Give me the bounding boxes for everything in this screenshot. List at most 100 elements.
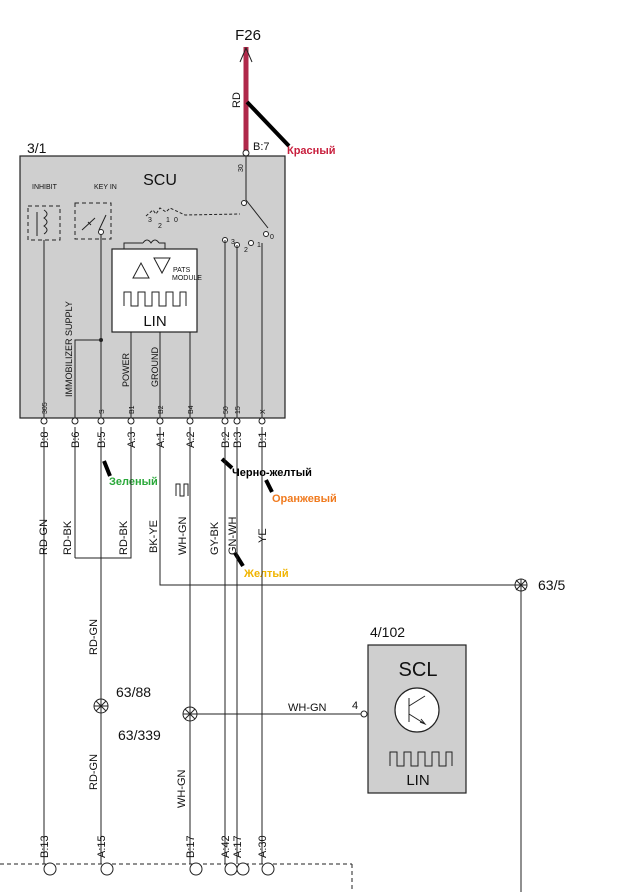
ground-node-label: 63/5 xyxy=(538,577,565,593)
scl-wire-label: WH-GN xyxy=(288,702,327,714)
scu-pin-inner-label: B4 xyxy=(188,405,195,414)
black-yellow-note: Черно-желтый xyxy=(232,467,312,479)
wire-ye: YE xyxy=(257,528,269,543)
scl-id: 4/102 xyxy=(370,624,405,640)
wire-rd-gn-1: RD-GN xyxy=(38,519,50,555)
scl-pin-label: 4 xyxy=(352,700,358,712)
scu-pin-dot xyxy=(258,417,266,425)
sw-1: 1 xyxy=(166,217,170,224)
sw-1b: 1 xyxy=(257,242,261,249)
scu-pin-dot xyxy=(40,417,48,425)
down-triangle-icon xyxy=(153,257,171,275)
bottom-pin-dot xyxy=(224,862,238,876)
wire-rd-gn-2: RD-GN xyxy=(88,619,100,655)
wire-rd-bk-2: RD-BK xyxy=(118,520,130,555)
warning-triangle-icon xyxy=(132,261,150,279)
bottom-pin-dot xyxy=(261,862,275,876)
scu-pin-dot xyxy=(186,417,194,425)
marker-stroke xyxy=(233,551,245,568)
key-in-label: KEY IN xyxy=(94,184,117,191)
scu-pin-dot xyxy=(221,417,229,425)
switch-blade xyxy=(245,199,269,229)
scu-pin-dot xyxy=(156,417,164,425)
scu-id: 3/1 xyxy=(27,140,47,156)
scu-pin-outer-label: B:2 xyxy=(220,431,232,448)
bottom-pin-label: A:15 xyxy=(96,835,108,858)
pats-module xyxy=(111,248,198,333)
bottom-pin-dot xyxy=(189,862,203,876)
yellow-note: Желтый xyxy=(243,568,289,580)
contact-1 xyxy=(248,240,254,246)
scu-pin-outer-label: B:3 xyxy=(232,431,244,448)
splice-cross-icon xyxy=(183,707,197,721)
scu-pin-outer-label: B:6 xyxy=(70,431,82,448)
contact-0 xyxy=(263,231,269,237)
wire-gn-wh: GN-WH xyxy=(227,516,239,555)
ignition-mech xyxy=(145,207,241,217)
wires-down xyxy=(0,427,522,892)
transistor-symbol xyxy=(408,695,427,726)
pats-label: PATS xyxy=(173,267,191,274)
scu-pin-outer-label: B:8 xyxy=(39,431,51,448)
scu-title: SCU xyxy=(143,172,177,189)
scl-lin-label: LIN xyxy=(406,772,429,789)
scu-pin-dot xyxy=(71,417,79,425)
scl-title: SCL xyxy=(399,659,438,681)
pats-coil-leads xyxy=(123,242,166,249)
lin-label: LIN xyxy=(143,313,166,330)
red-note: Красный xyxy=(287,145,335,157)
scu-pin-dot xyxy=(97,417,105,425)
wire-bk-ye: BK-YE xyxy=(148,520,160,553)
orange-note: Оранжевый xyxy=(272,493,337,505)
scu-pin-outer-label: A:3 xyxy=(126,431,138,448)
bottom-pin-label: B:17 xyxy=(185,835,197,858)
marker-stroke xyxy=(264,479,274,493)
immobilizer-label: IMMOBILIZER SUPPLY xyxy=(64,301,74,397)
power-label: POWER xyxy=(121,352,131,387)
scl-lin-signal-icon xyxy=(389,751,453,767)
key-switch-icon xyxy=(81,214,107,231)
sw-0b: 0 xyxy=(270,234,274,241)
wire-rd-gn-3: RD-GN xyxy=(88,754,100,790)
lin-signal-icon xyxy=(123,291,187,307)
scl-pin-dot xyxy=(360,710,368,718)
scu-pin-outer-label: A:1 xyxy=(155,431,167,448)
bottom-pin-label: A:17 xyxy=(232,835,244,858)
sw-3b: 3 xyxy=(231,239,235,246)
wire-wh-gn-2: WH-GN xyxy=(176,769,188,808)
rd-label: RD xyxy=(231,92,243,108)
scu-pin-dot xyxy=(127,417,135,425)
node-cross-icon xyxy=(515,579,527,591)
scu-pin-outer-label: B:1 xyxy=(257,431,269,448)
lin-pulse-icon xyxy=(175,483,189,497)
key-contact xyxy=(98,229,104,235)
wire-wh-gn: WH-GN xyxy=(177,516,189,555)
bottom-pin-label: B:13 xyxy=(39,835,51,858)
inhibit-coil-icon xyxy=(43,209,48,235)
scu-pin-inner-label: B1 xyxy=(129,405,136,414)
sw-3: 3 xyxy=(148,217,152,224)
bottom-pin-dot xyxy=(236,862,250,876)
scu-pin-inner-label: B2 xyxy=(158,405,165,414)
ground-label: GROUND xyxy=(150,347,160,387)
scu-pin-outer-label: A:2 xyxy=(185,431,197,448)
scu-internal-lines xyxy=(43,235,263,418)
scu-pin-dot xyxy=(233,417,241,425)
switch-pivot xyxy=(241,200,247,206)
bottom-pin-dot xyxy=(43,862,57,876)
scu-pin-inner-label: 305 xyxy=(42,402,49,414)
marker-stroke xyxy=(245,100,291,148)
splice-339-label: 63/339 xyxy=(118,727,161,743)
wire-rd-bk-1: RD-BK xyxy=(62,520,74,555)
key-in-box xyxy=(74,202,112,240)
scu-pin-inner-label: S xyxy=(99,409,106,414)
scu-pin-inner-label: X xyxy=(260,409,267,414)
module-label: MODULE xyxy=(172,275,202,282)
pin30-label: 30 xyxy=(238,164,245,172)
pats-coil-icon xyxy=(142,239,160,244)
bottom-pin-label: A:42 xyxy=(220,835,232,858)
inhibit-box xyxy=(27,205,61,241)
